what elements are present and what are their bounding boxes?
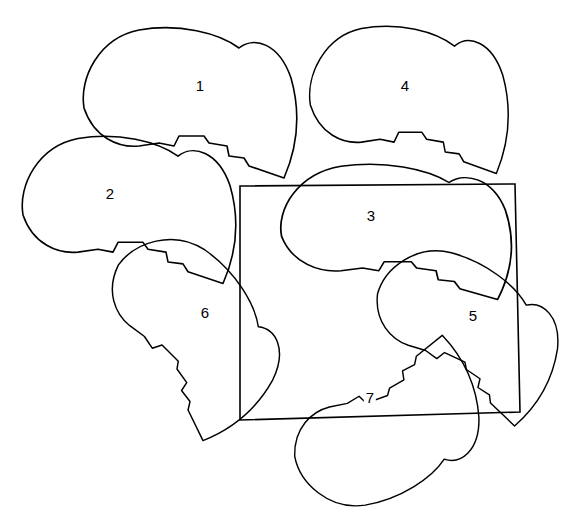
molecule-number: 6 bbox=[199, 304, 211, 321]
molecule-path bbox=[83, 28, 296, 178]
molecule-number: 3 bbox=[365, 207, 377, 224]
molecule-shape bbox=[59, 0, 319, 213]
molecule-number: 4 bbox=[399, 77, 411, 94]
molecule-shape bbox=[335, 220, 570, 440]
molecule-outline: 6 bbox=[60, 220, 320, 440]
molecule-outline: 2 bbox=[0, 100, 258, 320]
molecule-outline: 1 bbox=[59, 0, 319, 213]
molecule-path bbox=[281, 164, 511, 299]
molecule-number: 5 bbox=[467, 307, 479, 324]
molecule-outline: 4 bbox=[278, 0, 538, 210]
molecule-outline: 3 bbox=[265, 122, 525, 342]
molecule-number: 7 bbox=[364, 389, 376, 406]
molecule-path bbox=[272, 331, 499, 515]
molecule-shape bbox=[278, 0, 538, 210]
molecule-shape bbox=[265, 122, 525, 342]
molecule-shape bbox=[0, 100, 258, 320]
molecule-outline: 5 bbox=[335, 220, 570, 440]
molecule-path bbox=[351, 230, 570, 431]
molecule-number: 2 bbox=[104, 185, 116, 202]
molecule-path bbox=[310, 26, 508, 173]
molecule-shape bbox=[255, 318, 515, 515]
molecule-path bbox=[72, 212, 309, 449]
molecule-number: 1 bbox=[194, 77, 206, 94]
molecule-shape bbox=[60, 220, 320, 440]
molecule-path bbox=[22, 136, 235, 283]
molecule-outline: 7 bbox=[255, 318, 515, 515]
